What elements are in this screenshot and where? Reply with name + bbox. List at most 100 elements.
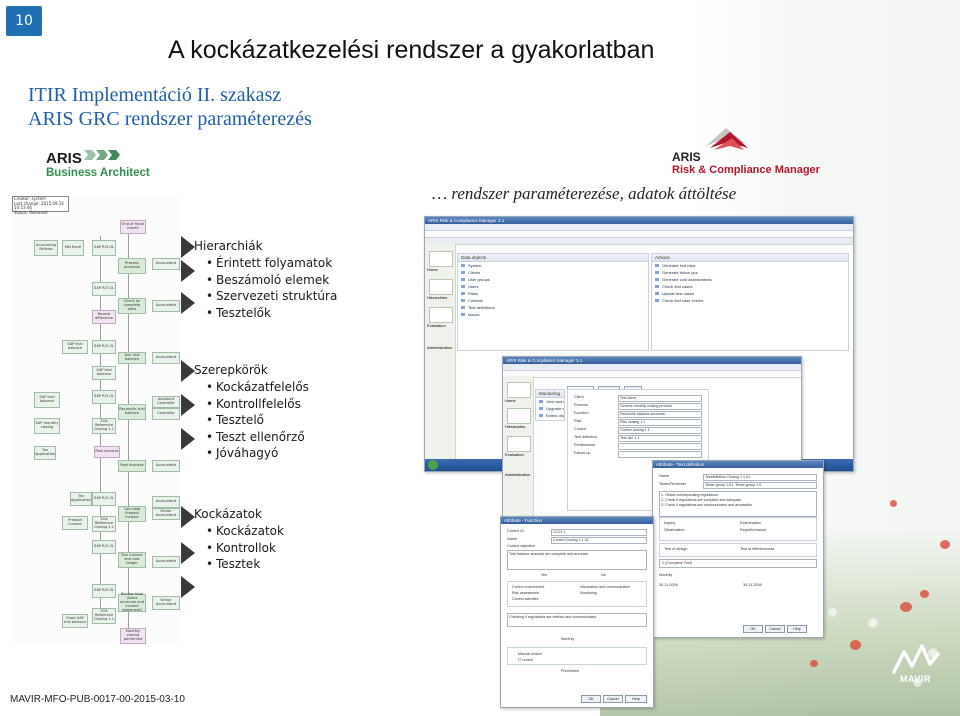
checkbox-it-control[interactable]: IT control xyxy=(518,658,533,662)
field-value[interactable] xyxy=(618,442,702,450)
checkbox-coso[interactable]: Control activities xyxy=(512,597,539,601)
action-item[interactable]: Generate cost assessments xyxy=(652,276,848,283)
process-node: SAP R/3 GL xyxy=(92,540,116,554)
list-item[interactable]: Upgrade workflows xyxy=(536,405,564,412)
field-label: Risk xyxy=(574,419,582,423)
list-item[interactable]: User groups xyxy=(458,276,648,283)
nav-evaluation-icon[interactable] xyxy=(507,436,531,452)
list-item[interactable]: Users xyxy=(458,283,648,290)
list-item[interactable]: System xyxy=(458,262,648,269)
header-line: Status: Released xyxy=(14,209,48,215)
field-value[interactable]: Control closing 1.1 xyxy=(618,426,702,434)
bullet-item: Kontrollok xyxy=(206,540,284,557)
checkbox-examination[interactable]: Examination xyxy=(740,521,761,525)
nav-home-icon[interactable] xyxy=(429,251,453,267)
aris-business-architect-logo: ARIS Business Architect xyxy=(46,150,166,190)
test-type-group: Test of design Test of effectiveness xyxy=(659,543,817,557)
list-item[interactable]: Jobs and manifestations xyxy=(536,398,564,405)
frequency-value[interactable]: Monthly xyxy=(561,637,575,641)
tab-strip: Test case Issues Link xyxy=(567,379,642,395)
field-value[interactable] xyxy=(618,450,702,458)
bullet-item: Szervezeti struktúra xyxy=(206,288,337,305)
header-line: Last change: 2015.09.14 10:53:46 xyxy=(14,200,64,210)
checkbox-coso[interactable]: Information and communication xyxy=(580,585,631,589)
radio-key-no[interactable]: No xyxy=(601,573,606,577)
event-node: End of fiscal month xyxy=(120,220,146,234)
bullet-item: Érintett folyamatok xyxy=(206,255,337,272)
list-item[interactable]: Edited objects xyxy=(536,412,564,419)
checkbox-manual[interactable]: Manual control xyxy=(518,652,542,656)
panel-header: Actions xyxy=(652,254,848,262)
arrow-right-icon xyxy=(181,542,195,564)
field-value[interactable]: Test def. 1.1 xyxy=(618,434,702,442)
checkbox-coso[interactable]: Control environment xyxy=(512,585,545,589)
field-row: Follow-up xyxy=(574,450,702,458)
ok-button[interactable]: OK xyxy=(581,695,601,703)
function-node: Calculate Prepaid income xyxy=(118,506,146,522)
action-item[interactable]: Update test cases xyxy=(652,290,848,297)
nav-hierarchies-icon[interactable] xyxy=(429,279,453,295)
help-button[interactable]: Help xyxy=(625,695,647,703)
action-item[interactable]: Generate follow ups xyxy=(652,269,848,276)
frequency-value[interactable]: Monthly xyxy=(659,573,673,577)
subtitle-line-2: ARIS GRC rendszer paraméterezés xyxy=(28,108,312,130)
checkbox-inquiry[interactable]: Inquiry xyxy=(664,521,676,525)
event-node: Post invoices xyxy=(94,446,120,458)
role-node: Accountant xyxy=(152,556,180,568)
effect-value[interactable]: Preventive xyxy=(561,669,579,673)
field-value[interactable]: Generic monthly closing process xyxy=(618,402,702,410)
action-item[interactable]: Check test cases xyxy=(652,283,848,290)
nav-hierarchies-icon[interactable] xyxy=(507,408,531,424)
action-item[interactable]: Check test case events xyxy=(652,297,848,304)
checkbox-coso[interactable]: Monitoring xyxy=(580,591,597,595)
ok-button[interactable]: OK xyxy=(743,625,763,633)
role-node: Accountant xyxy=(152,352,180,364)
nav-label: Hierarchies xyxy=(505,424,526,429)
control-objective-box[interactable]: Trial balance amounts are complete and a… xyxy=(507,550,647,570)
list-item[interactable]: Test definitions xyxy=(458,304,648,311)
field-value[interactable]: CLO1.1 xyxy=(551,528,647,536)
radio-key-yes[interactable]: Yes xyxy=(541,573,548,577)
checkbox-observation[interactable]: Observation xyxy=(664,528,685,532)
help-button[interactable]: Help xyxy=(787,625,807,633)
list-item[interactable]: Issues xyxy=(458,311,648,318)
footer-document-code: MAVIR-MFO-PUB-0017-00-2015-03-10 xyxy=(10,694,185,705)
nav-home-icon[interactable] xyxy=(507,382,531,398)
checkbox-reperformance[interactable]: Reperformance xyxy=(740,528,767,532)
cancel-button[interactable]: Cancel xyxy=(603,695,623,703)
field-value[interactable]: Tester group 1-01, Tester group 1.0 xyxy=(703,481,817,489)
test-size-field[interactable]: 1 (Complete Test) xyxy=(659,559,817,568)
checkbox-coso[interactable]: Risk assessment xyxy=(512,591,540,595)
checkbox-test-of-effectiveness[interactable]: Test of effectiveness xyxy=(740,547,775,551)
arrow-right-icon xyxy=(181,292,195,314)
field-value[interactable]: Test client xyxy=(618,394,702,402)
start-date-value[interactable]: 30.11.2009 xyxy=(659,583,678,587)
test-activity-box[interactable]: 1. Obtain corresponding regulations 2. C… xyxy=(659,491,817,517)
field-value[interactable]: Control Closing 1.1-01 xyxy=(551,536,647,544)
nav-evaluation-icon[interactable] xyxy=(429,307,453,323)
list-item[interactable]: Controls xyxy=(458,297,648,304)
field-row: Risk Risk closing 1.1 xyxy=(574,418,702,426)
field-label: Test definition xyxy=(574,435,598,439)
cancel-button[interactable]: Cancel xyxy=(765,625,785,633)
checkbox-test-of-design[interactable]: Test of design xyxy=(664,547,688,551)
control-activity-box[interactable]: Checking if regulations are defined and … xyxy=(507,613,647,627)
roles-section: Szerepkörök Kockázatfelelős Kontrollfele… xyxy=(194,362,309,462)
start-button-icon[interactable] xyxy=(428,460,438,470)
field-value[interactable]: Risk closing 1.1 xyxy=(618,418,702,426)
subtitle-line-1: ITIR Implementáció II. szakasz xyxy=(28,84,282,106)
panel-header: Data objects xyxy=(458,254,648,262)
arrow-right-icon xyxy=(181,360,195,382)
field-value[interactable]: Reconcile balance accounts xyxy=(618,410,702,418)
process-node: SAP R/3 GL xyxy=(92,492,116,506)
list-item[interactable]: Risks xyxy=(458,290,648,297)
action-item[interactable]: Generate fwd risks xyxy=(652,262,848,269)
model-header: Creator: system Last change: 2015.09.14 … xyxy=(12,196,69,214)
end-date-value[interactable]: 30.11.2009 xyxy=(743,583,762,587)
list-item[interactable]: Clients xyxy=(458,269,648,276)
field-value[interactable]: Testdefinition Closing 1.1-01 xyxy=(703,473,817,481)
